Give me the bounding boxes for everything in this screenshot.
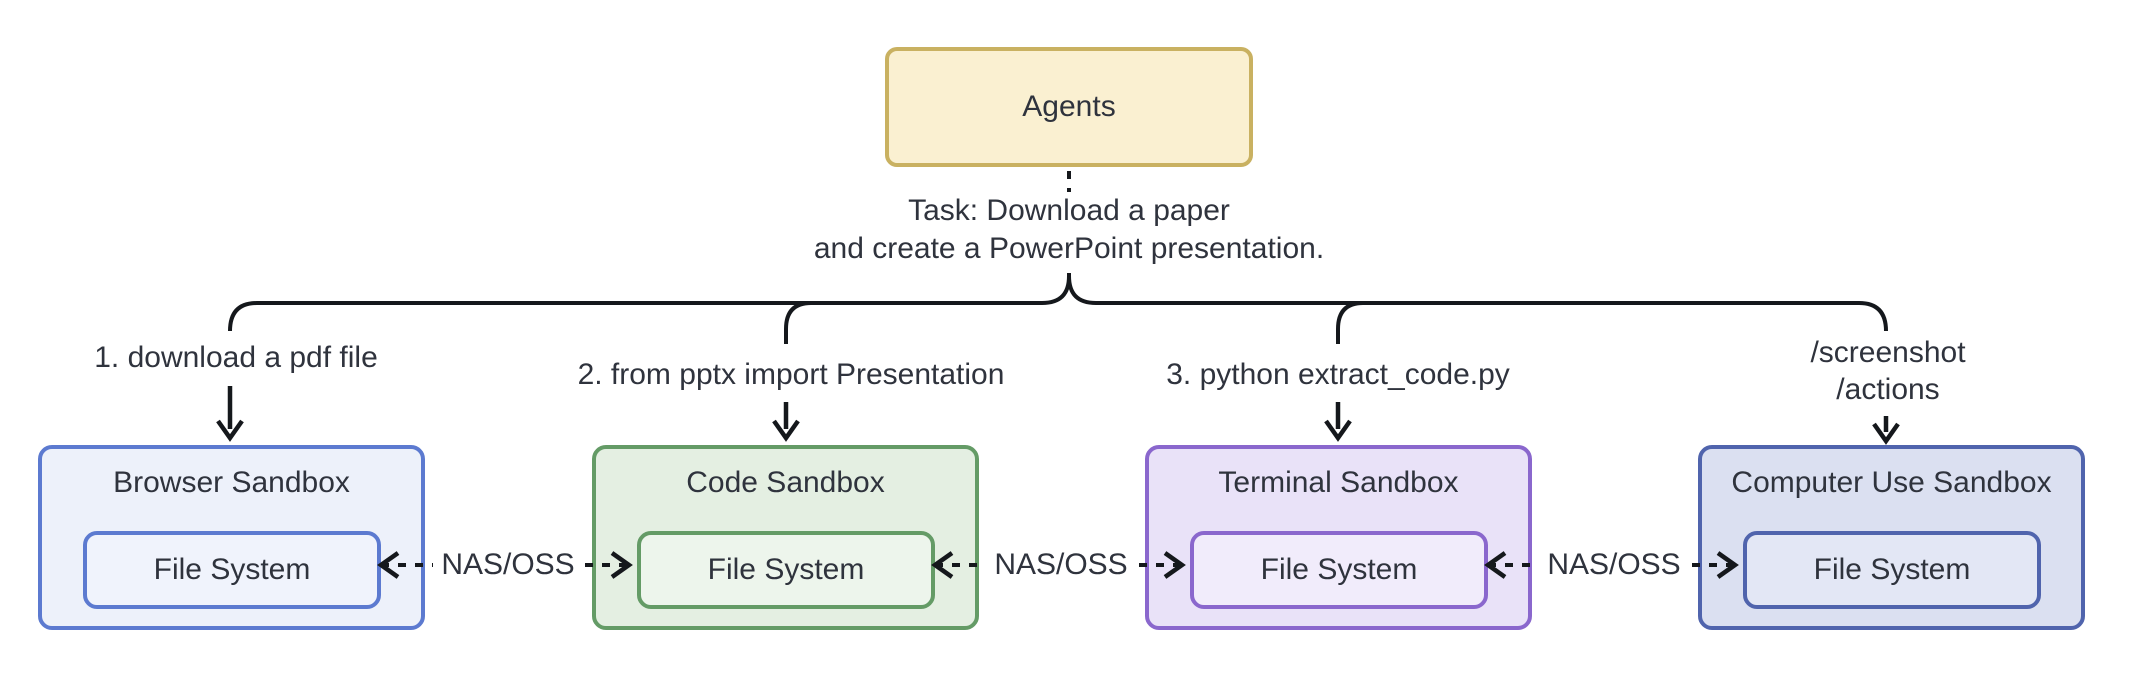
branch-label-pptx-import: 2. from pptx import Presentation: [577, 358, 1005, 391]
terminal-file-system-node: File System: [1190, 531, 1488, 609]
agents-node-label: Agents: [1022, 90, 1116, 123]
code-file-system-label: File System: [707, 553, 865, 586]
branch-stub-3: [1336, 301, 1364, 344]
code-file-system-node: File System: [637, 531, 935, 609]
branch-stub-1: [228, 301, 258, 332]
branch-label-python-extract: 3. python extract_code.py: [1166, 358, 1510, 391]
task-label: Task: Download a paper and create a Powe…: [769, 192, 1369, 268]
branch-label-actions: /actions: [1836, 373, 1940, 406]
computer-use-sandbox-node: Computer Use Sandbox File System: [1698, 445, 2085, 630]
brace-left-curve: [1041, 275, 1071, 305]
computer-use-file-system-node: File System: [1743, 531, 2041, 609]
code-sandbox-node: Code Sandbox File System: [592, 445, 979, 630]
nas-oss-label-3: NAS/OSS: [1539, 546, 1689, 584]
terminal-file-system-label: File System: [1260, 553, 1418, 586]
browser-file-system-label: File System: [153, 553, 311, 586]
branch-label-screenshot: /screenshot: [1810, 336, 1966, 369]
brace-right-curve: [1067, 275, 1097, 305]
browser-file-system-node: File System: [83, 531, 381, 609]
terminal-sandbox-title: Terminal Sandbox: [1218, 466, 1459, 499]
arrow-to-code-head: [772, 419, 800, 442]
branch-label-download-pdf: 1. download a pdf file: [94, 341, 378, 374]
branch-stub-2: [784, 301, 812, 344]
computer-use-file-system-label: File System: [1813, 553, 1971, 586]
branch-label-screenshot-actions: /screenshot /actions: [1810, 334, 1965, 408]
arrow-to-terminal-head: [1324, 419, 1352, 442]
nas-oss-label-1: NAS/OSS: [433, 546, 583, 584]
computer-use-sandbox-title: Computer Use Sandbox: [1731, 466, 2052, 499]
task-label-line2: and create a PowerPoint presentation.: [813, 232, 1325, 265]
agents-node: Agents: [885, 47, 1253, 167]
browser-sandbox-node: Browser Sandbox File System: [38, 445, 425, 630]
browser-sandbox-title: Browser Sandbox: [113, 466, 350, 499]
branch-stub-4: [1858, 301, 1888, 332]
arrow-to-browser-head: [216, 419, 244, 442]
terminal-sandbox-node: Terminal Sandbox File System: [1145, 445, 1532, 630]
nas-oss-label-2: NAS/OSS: [986, 546, 1136, 584]
arrow-to-computer-head: [1872, 422, 1900, 445]
task-label-line1: Task: Download a paper: [908, 194, 1230, 227]
code-sandbox-title: Code Sandbox: [686, 466, 885, 499]
